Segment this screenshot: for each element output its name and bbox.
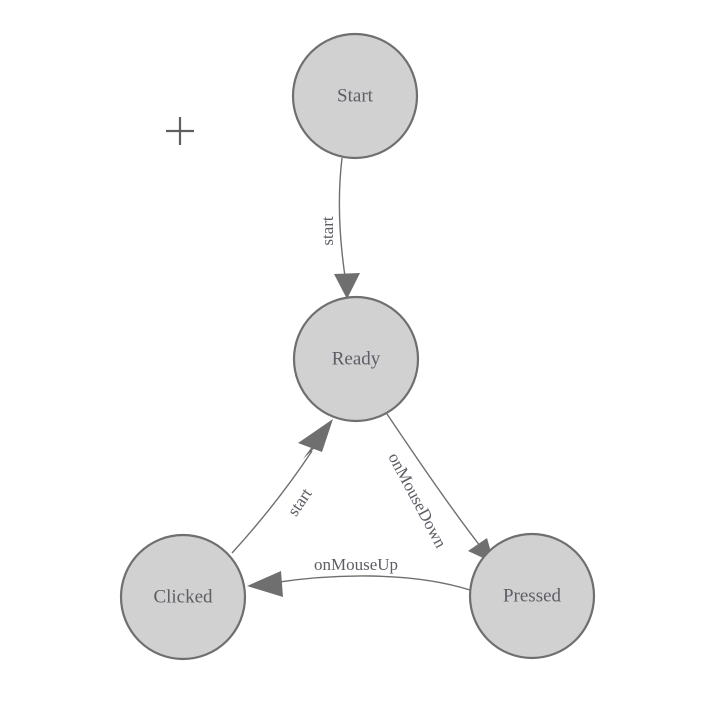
arrowhead-start-to-ready xyxy=(334,273,360,299)
plus-marker-icon xyxy=(166,117,194,145)
edge-clicked-to-ready[interactable]: start xyxy=(231,419,333,554)
state-node-pressed-label: Pressed xyxy=(503,585,562,606)
arrowhead-pressed-to-clicked xyxy=(247,571,283,597)
edge-path-start-to-ready xyxy=(338,157,347,284)
state-node-start[interactable]: Start xyxy=(291,32,419,160)
edge-start-to-ready[interactable]: start xyxy=(318,157,360,299)
state-node-start-label: Start xyxy=(337,85,374,106)
edge-path-pressed-to-clicked xyxy=(271,575,471,591)
state-node-pressed-circle xyxy=(468,532,596,660)
edge-pressed-to-clicked[interactable]: onMouseUp xyxy=(247,555,471,597)
state-node-clicked-label: Clicked xyxy=(153,586,213,607)
edge-label-pressed-to-clicked: onMouseUp xyxy=(314,555,398,574)
state-node-pressed[interactable]: Pressed xyxy=(468,532,596,660)
edge-path-ready-to-pressed xyxy=(386,413,485,552)
edge-label-clicked-to-ready: start xyxy=(284,484,316,519)
edge-label-ready-to-pressed: onMouseDown xyxy=(384,450,450,552)
state-node-clicked-circle xyxy=(119,533,247,661)
edge-path-clicked-to-ready xyxy=(231,450,313,554)
state-node-ready[interactable]: Ready xyxy=(292,295,420,423)
arrowhead-clicked-to-ready-solid xyxy=(298,419,333,452)
edge-label-start-to-ready: start xyxy=(318,216,337,246)
state-node-clicked[interactable]: Clicked xyxy=(119,533,247,661)
edge-ready-to-pressed[interactable]: onMouseDown xyxy=(384,413,494,563)
state-node-ready-label: Ready xyxy=(332,348,381,369)
state-node-ready-circle xyxy=(292,295,420,423)
state-node-start-circle xyxy=(291,32,419,160)
